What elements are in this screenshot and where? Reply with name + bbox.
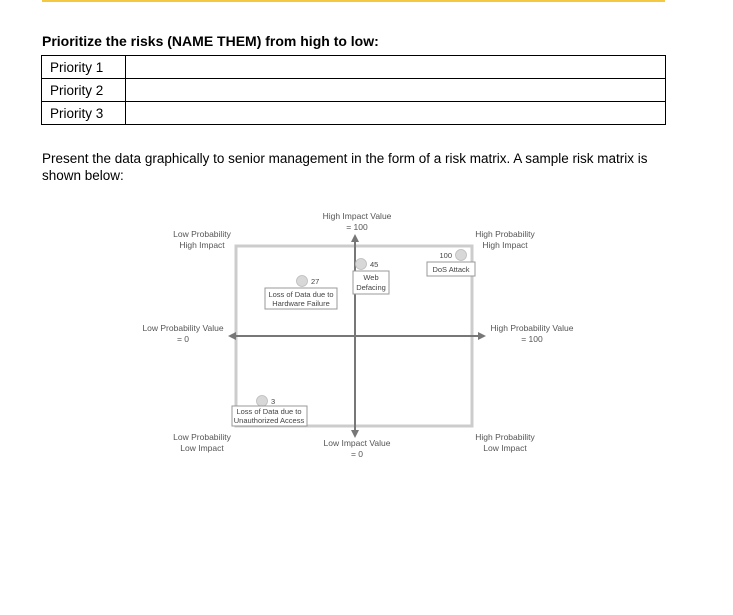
corner-bottom-right-line1: High Probability bbox=[475, 432, 535, 442]
priority-label: Priority 1 bbox=[41, 55, 126, 79]
risk-label-box bbox=[426, 261, 476, 277]
risk-value: 3 bbox=[271, 397, 275, 406]
corner-top-right-line2: High Impact bbox=[482, 240, 528, 250]
risk-label-box bbox=[352, 270, 390, 295]
probability-axis-arrow-left bbox=[228, 332, 236, 340]
risk-web-defacing: 45 Web Defacing bbox=[352, 258, 390, 295]
bottom-axis-value: = 0 bbox=[351, 449, 363, 459]
impact-axis-arrow-up bbox=[351, 234, 359, 242]
right-axis-value: = 100 bbox=[521, 334, 543, 344]
risk-label-box bbox=[231, 405, 308, 427]
corner-top-right-line1: High Probability bbox=[475, 229, 535, 239]
priority-table: Priority 1 Priority 2 Priority 3 bbox=[41, 55, 666, 125]
bottom-axis-label: Low Impact Value bbox=[324, 438, 391, 448]
corner-bottom-left-line2: Low Impact bbox=[180, 443, 224, 453]
priority-label: Priority 3 bbox=[41, 101, 126, 125]
instructions-text: Present the data graphically to senior m… bbox=[42, 151, 648, 183]
risk-label-box bbox=[264, 287, 338, 310]
risk-label: DoS Attack bbox=[432, 265, 469, 274]
risk-marker bbox=[256, 395, 268, 407]
corner-top-left-line1: Low Probability bbox=[173, 229, 231, 239]
risk-label-line2: Hardware Failure bbox=[272, 299, 330, 308]
page-heading: Prioritize the risks (NAME THEM) from hi… bbox=[42, 33, 379, 49]
risk-dos-attack: 100 DoS Attack bbox=[426, 249, 476, 277]
priority-label: Priority 2 bbox=[41, 78, 126, 102]
risk-value: 27 bbox=[311, 277, 319, 286]
risk-label-line1: Loss of Data due to bbox=[236, 407, 301, 416]
risk-value: 100 bbox=[439, 251, 452, 260]
left-axis-label: Low Probability Value bbox=[142, 323, 223, 333]
corner-bottom-left-line1: Low Probability bbox=[173, 432, 231, 442]
risk-marker bbox=[455, 249, 467, 261]
table-row: Priority 1 bbox=[41, 55, 666, 79]
risk-marker bbox=[296, 275, 308, 287]
priority-3-cell[interactable] bbox=[125, 101, 666, 125]
risk-label-line2: Defacing bbox=[356, 283, 386, 292]
corner-top-left-line2: High Impact bbox=[179, 240, 225, 250]
risk-label-line1: Web bbox=[363, 273, 378, 282]
table-row: Priority 2 bbox=[41, 78, 666, 102]
corner-bottom-right-line2: Low Impact bbox=[483, 443, 527, 453]
priority-2-cell[interactable] bbox=[125, 78, 666, 102]
risk-label-line2: Unauthorized Access bbox=[234, 416, 305, 425]
risk-unauthorized-access: 3 Loss of Data due to Unauthorized Acces… bbox=[231, 395, 308, 427]
risk-marker bbox=[355, 258, 367, 270]
impact-axis-arrow-down bbox=[351, 430, 359, 438]
risk-value: 45 bbox=[370, 260, 378, 269]
top-axis-label: High Impact Value bbox=[323, 211, 392, 221]
risk-hardware-failure: 27 Loss of Data due to Hardware Failure bbox=[264, 275, 338, 310]
top-axis-value: = 100 bbox=[346, 222, 368, 232]
right-axis-label: High Probability Value bbox=[491, 323, 574, 333]
probability-axis-arrow-right bbox=[478, 332, 486, 340]
top-rule bbox=[42, 0, 665, 2]
left-axis-value: = 0 bbox=[177, 334, 189, 344]
risk-label-line1: Loss of Data due to bbox=[268, 290, 333, 299]
table-row: Priority 3 bbox=[41, 101, 666, 125]
